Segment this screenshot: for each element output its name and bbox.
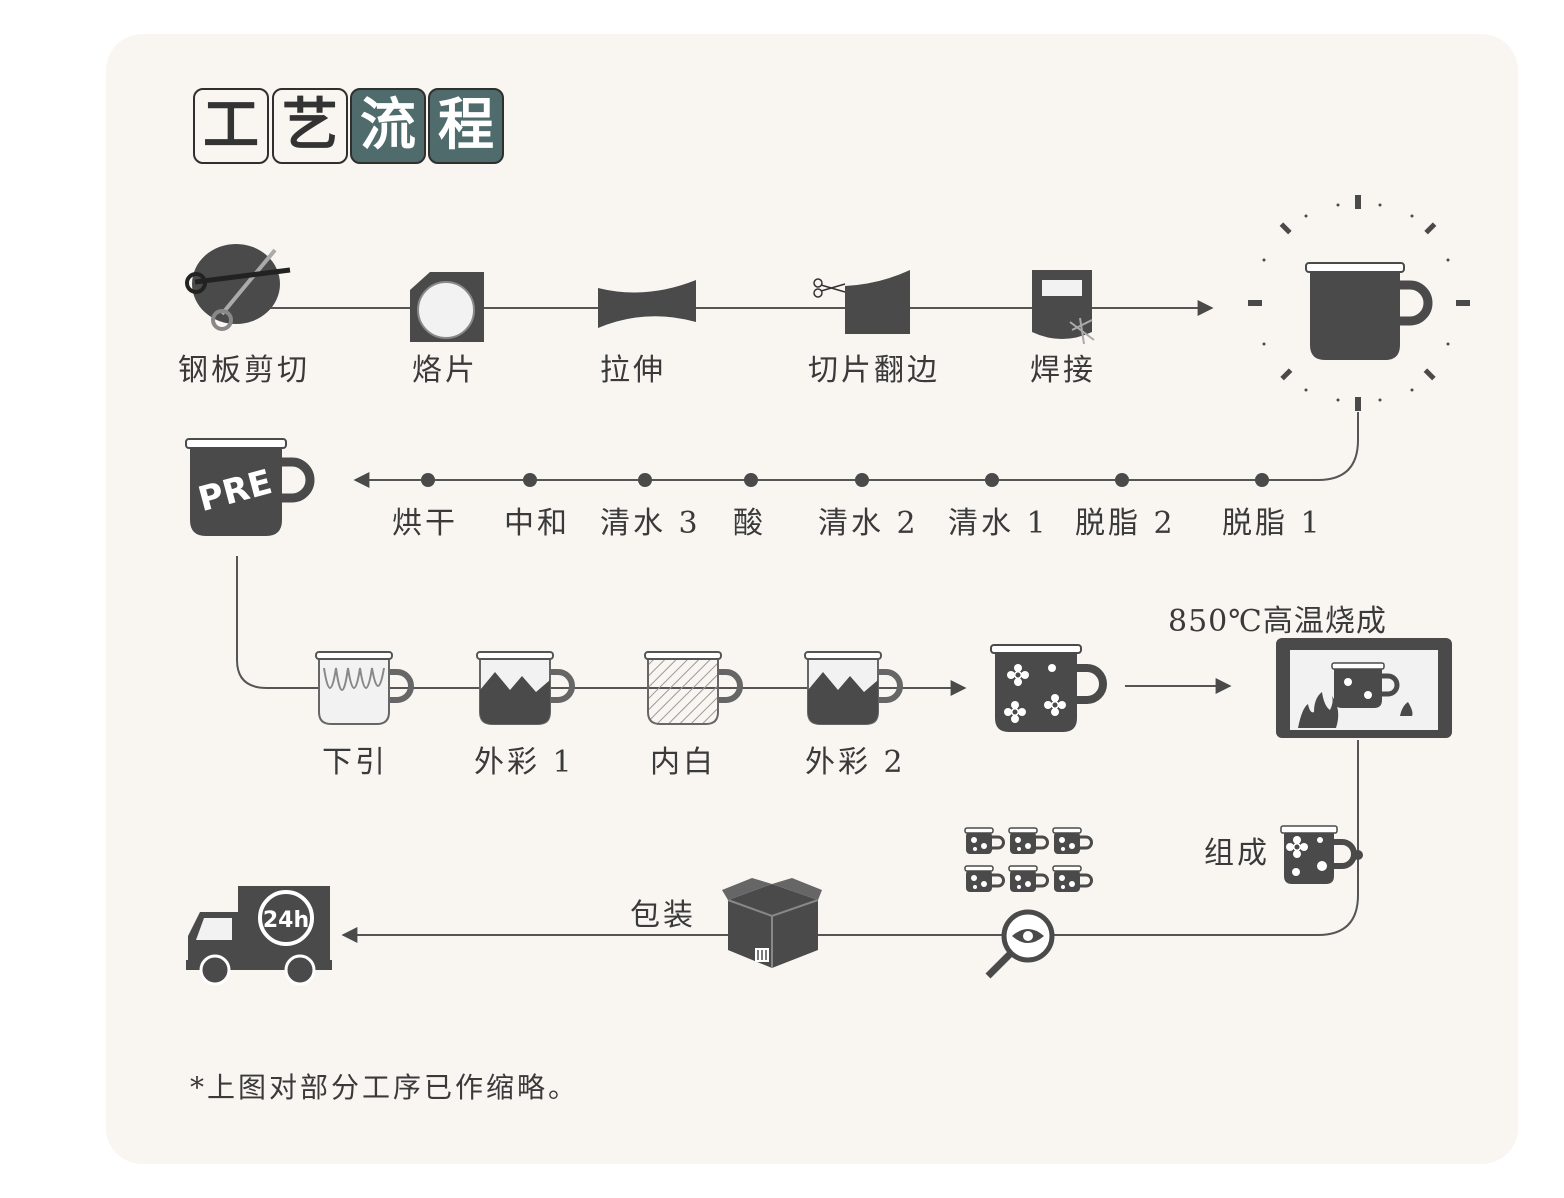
step-assemble: 组成 bbox=[1204, 836, 1270, 871]
dip-mug-icon bbox=[315, 651, 414, 725]
step-welding: 焊接 bbox=[1030, 353, 1096, 388]
cut-flange-icon bbox=[813, 270, 910, 334]
step-steel-cutting: 钢板剪切 bbox=[178, 353, 310, 388]
step-drying: 烘干 bbox=[392, 506, 458, 541]
step-packing: 包装 bbox=[630, 898, 696, 933]
title-char-3: 流 bbox=[350, 88, 426, 164]
step-rinse-1: 清水 1 bbox=[948, 506, 1049, 541]
pre-mug-icon: PRE bbox=[185, 438, 315, 536]
stretch-icon bbox=[598, 280, 696, 328]
step-degrease-2: 脱脂 2 bbox=[1075, 506, 1176, 541]
footnote: *上图对部分工序已作缩略。 bbox=[190, 1071, 580, 1104]
step-ground-coat: 下引 bbox=[322, 745, 388, 780]
row3-connector bbox=[236, 556, 967, 696]
decorated-mug-icon bbox=[990, 644, 1107, 732]
step-inner-white: 内白 bbox=[650, 745, 716, 780]
row4-connector bbox=[341, 740, 1359, 943]
process-card bbox=[106, 34, 1518, 1164]
blanking-icon bbox=[410, 272, 484, 342]
step-stretching: 拉伸 bbox=[600, 353, 666, 388]
formed-mug-icon bbox=[1305, 262, 1433, 360]
step-cut-flange: 切片翻边 bbox=[808, 353, 940, 388]
step-neutralize: 中和 bbox=[504, 506, 570, 541]
step-outer-color-1: 外彩 1 bbox=[474, 745, 575, 780]
magnifier-icon bbox=[985, 909, 1055, 979]
inner-white-mug-icon bbox=[644, 651, 743, 725]
timer-ring bbox=[1248, 195, 1470, 411]
welding-icon bbox=[1032, 270, 1095, 345]
inspection-mugs-group bbox=[963, 826, 1093, 894]
outer-color-2-mug-icon bbox=[804, 651, 903, 725]
title-char-2: 艺 bbox=[272, 88, 348, 164]
step-rinse-3: 清水 3 bbox=[600, 506, 701, 541]
outer-color-1-mug-icon bbox=[476, 651, 575, 725]
step-firing: 850℃高温烧成 bbox=[1168, 604, 1387, 639]
step-degrease-1: 脱脂 1 bbox=[1222, 506, 1323, 541]
assembled-mug-icon bbox=[1280, 825, 1363, 884]
delivery-truck-icon: 24h bbox=[186, 886, 332, 986]
package-box-icon bbox=[722, 878, 822, 968]
steel-plate-scissors-icon bbox=[185, 244, 291, 331]
row2-connector bbox=[353, 412, 1359, 488]
truck-24h-badge: 24h bbox=[263, 908, 309, 933]
row2-stage-dots bbox=[421, 473, 1269, 487]
title-char-1: 工 bbox=[193, 88, 269, 164]
kiln-icon bbox=[1276, 638, 1452, 738]
step-blanking: 烙片 bbox=[412, 353, 478, 388]
title-char-4: 程 bbox=[428, 88, 504, 164]
step-acid: 酸 bbox=[733, 506, 766, 541]
step-rinse-2: 清水 2 bbox=[818, 506, 919, 541]
step-outer-color-2: 外彩 2 bbox=[805, 745, 906, 780]
